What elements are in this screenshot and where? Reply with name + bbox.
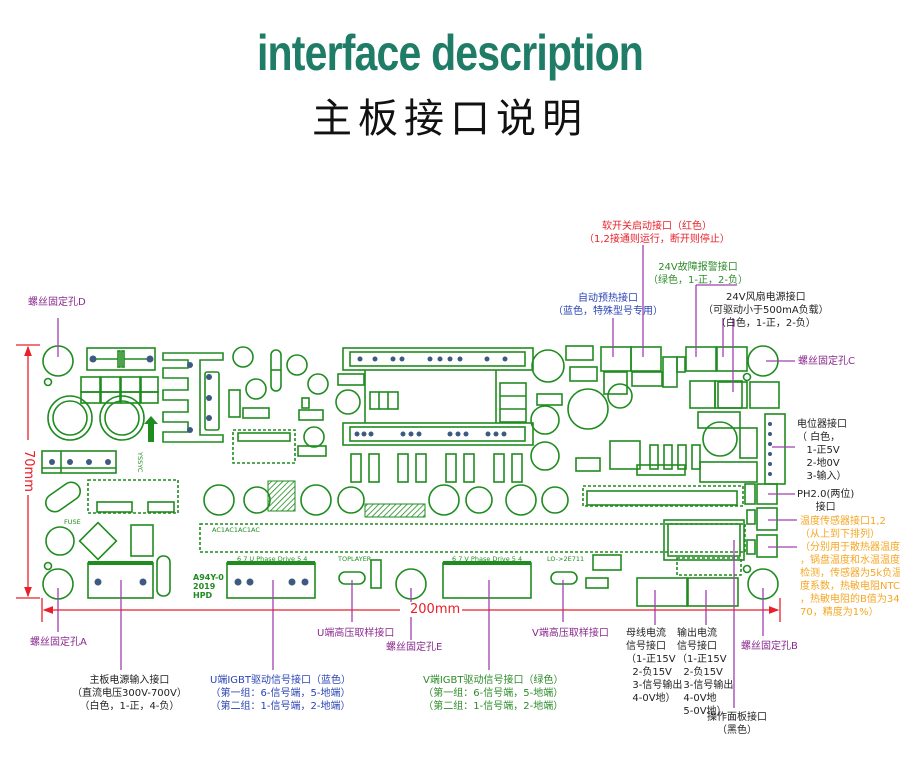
label-main-power: 主板电源输入接口 （直流电压300V-700V） （白色，1-正，4-负） (72, 675, 187, 712)
label-hole-e: 螺丝固定孔E (386, 642, 443, 653)
silk-u-phase: 6 7 U Phase Drive 5 4 (237, 555, 307, 563)
label-fan-power: 24V风扇电源接口 （可驱动小于500mA负载） （白色，1-正，2-负） (703, 292, 829, 329)
silk-year: 2019 (193, 582, 216, 591)
label-potentiometer: 电位器接口 （ 白色， 1-正5V 2-地0V 3-输入） (797, 419, 847, 482)
silk-fuse: FUSE (64, 518, 81, 526)
label-soft-start: 软开关启动接口（红色） （1,2接通则运行，断开则停止） (584, 221, 730, 245)
silk-topplayer: TOPLAYER (337, 555, 372, 563)
label-hole-b: 螺丝固定孔B (741, 641, 798, 652)
silk-maker: HPD (193, 591, 213, 600)
label-temp-sensor: 温度传感器接口1,2 （从上到下排列） （分别用于散热器温度 ，锅盘温度和水温温… (800, 516, 900, 618)
width-dimension: 200mm (408, 602, 463, 617)
label-out-current: 输出电流 信号接口 （1-正15V 2-负15V 3-信号输出 4-0V地 5-… (677, 628, 734, 717)
label-hole-c: 螺丝固定孔C (798, 356, 855, 367)
silk-lo: LO->2E711 (547, 555, 584, 563)
label-v-hv-sample: V端高压取样接口 (532, 628, 609, 639)
title-chinese: 主板接口说明 (312, 96, 588, 142)
label-v-igbt: V端IGBT驱动信号接口（绿色） （第一组：6-信号端，5-地端） （第二组：1… (423, 675, 564, 712)
label-panel: 操作面板接口 （黑色） (707, 712, 767, 736)
label-preheat: 自动预热接口 （蓝色，特殊型号专用） (553, 293, 663, 317)
title-english: interface description (256, 25, 644, 81)
silk-board-id: A94Y-0 (193, 573, 224, 582)
label-u-hv-sample: U端高压取样接口 (317, 628, 395, 639)
silk-ysg: YSSYC (136, 451, 144, 473)
label-hole-d: 螺丝固定孔D (28, 297, 86, 308)
label-ph20: PH2.0(两位) 接口 (797, 489, 855, 513)
silk-v-phase: 6 7 V Phase Drive 5 4 (452, 555, 522, 563)
label-u-igbt: U端IGBT驱动信号接口（蓝色） （第一组：6-信号端，5-地端） （第二组：1… (210, 675, 351, 712)
height-dimension: 70mm (21, 448, 36, 494)
label-fault-alarm: 24V故障报警接口 （绿色，1-正，2-负） (648, 262, 748, 286)
label-hole-a: 螺丝固定孔A (30, 637, 87, 648)
silk-caps: AC1AC1AC1AC (212, 526, 260, 534)
label-bus-current: 母线电流 信号接口 （1-正15V 2-负15V 3-信号输出 4-0V地） (626, 628, 683, 704)
